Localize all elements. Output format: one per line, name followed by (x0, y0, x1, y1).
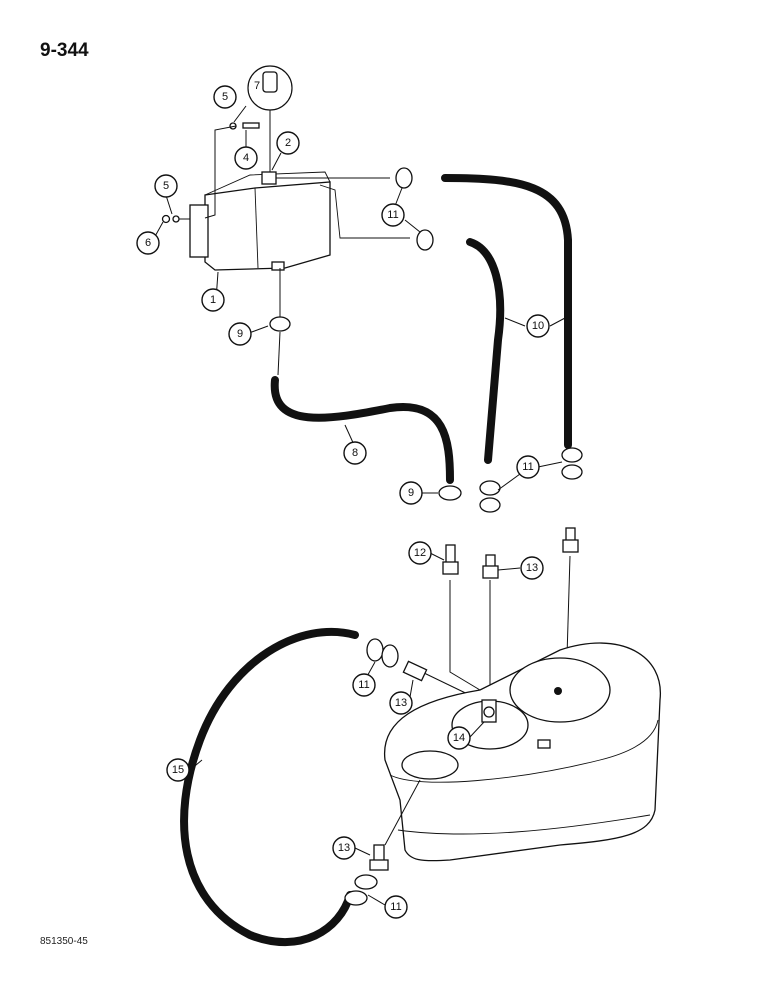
fitting-13-left (402, 660, 428, 682)
callout-15: 15 (166, 758, 190, 782)
callout-5a: 5 (213, 85, 237, 109)
callout-6: 6 (136, 231, 160, 255)
hose-clamp-9-lower (438, 485, 462, 501)
callout-12: 12 (408, 541, 432, 565)
svg-text:9: 9 (408, 487, 414, 499)
fitting-13-right (562, 527, 579, 553)
main-tank (383, 642, 661, 862)
callout-9b: 9 (399, 481, 423, 505)
svg-text:11: 11 (522, 461, 533, 473)
svg-text:10: 10 (532, 320, 544, 332)
svg-text:13: 13 (526, 562, 538, 574)
svg-text:5: 5 (222, 91, 228, 103)
callout-11a: 11 (381, 203, 405, 227)
hose-clamp-9-upper (269, 316, 291, 332)
svg-text:11: 11 (390, 901, 401, 913)
callout-9a: 9 (228, 322, 252, 346)
svg-text:13: 13 (338, 842, 350, 854)
svg-text:12: 12 (414, 547, 426, 559)
hose-clamp-upper-2 (416, 229, 434, 251)
svg-text:8: 8 (352, 447, 358, 459)
callout-1: 1 (201, 288, 225, 312)
callout-14: 14 (447, 726, 471, 750)
callout-13c: 13 (332, 836, 356, 860)
svg-text:14: 14 (453, 732, 465, 744)
reservoir-tank (189, 171, 331, 271)
callout-5b: 5 (154, 174, 178, 198)
mounting-hardware (161, 122, 260, 224)
svg-text:2: 2 (285, 137, 291, 149)
callout-10: 10 (526, 314, 550, 338)
svg-text:1: 1 (210, 294, 216, 306)
hose-clamp-11-mid-2 (561, 447, 583, 480)
fitting-14 (481, 699, 497, 723)
hose-8 (270, 376, 454, 484)
fitting-12 (442, 544, 459, 575)
svg-text:11: 11 (387, 209, 398, 221)
hose-10a (441, 174, 572, 449)
hose-15 (180, 627, 359, 947)
svg-text:4: 4 (243, 152, 249, 164)
svg-text:9: 9 (237, 328, 243, 340)
callout-4: 4 (234, 146, 258, 170)
svg-text:7: 7 (254, 80, 260, 92)
drawing-code: 851350-45 (40, 936, 88, 947)
svg-text:15: 15 (172, 764, 184, 776)
callout-11b: 11 (516, 455, 540, 479)
callout-13a: 13 (520, 556, 544, 580)
reservoir-cap (247, 65, 293, 172)
hose-clamp-11-left-bottom (344, 874, 378, 906)
hose-10b (466, 238, 505, 464)
page-number: 9-344 (40, 40, 89, 61)
svg-text:6: 6 (145, 237, 151, 249)
svg-text:5: 5 (163, 180, 169, 192)
callout-13b: 13 (389, 691, 413, 715)
callout-7: 7 (254, 80, 260, 92)
svg-text:13: 13 (395, 697, 407, 709)
callout-8: 8 (343, 441, 367, 465)
fitting-13-bottom (369, 844, 389, 871)
hose-clamp-11-mid-1 (479, 480, 501, 513)
hose-clamp-11-left-top (366, 638, 399, 668)
callout-2: 2 (276, 131, 300, 155)
fitting-13-mid (482, 554, 499, 579)
callout-11d: 11 (384, 895, 408, 919)
hose-clamp-upper-1 (395, 167, 413, 189)
callout-11c: 11 (352, 673, 376, 697)
svg-text:11: 11 (358, 679, 369, 691)
